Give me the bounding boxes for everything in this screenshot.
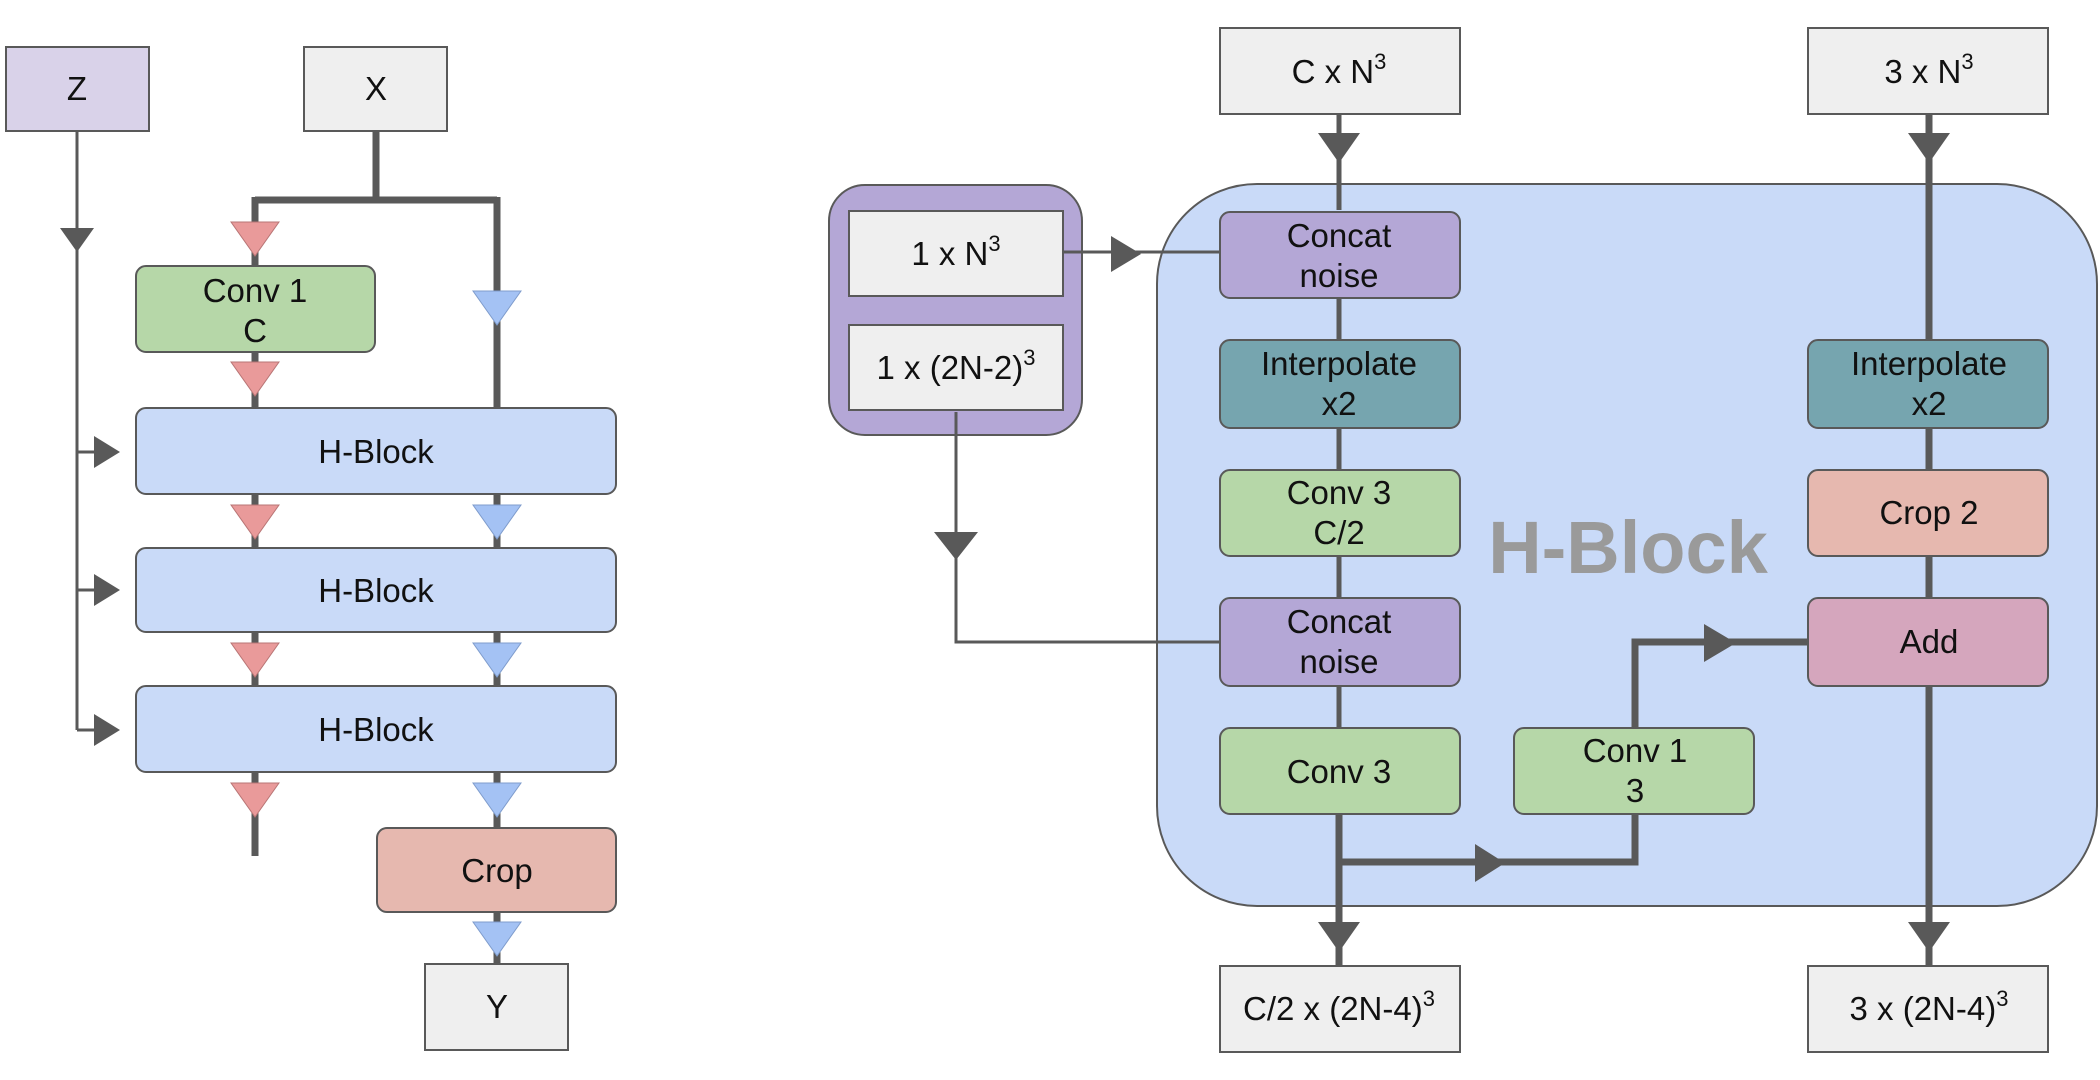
arrow-down-icon xyxy=(1908,922,1950,952)
blue-arrow-icon xyxy=(472,921,522,957)
arrow-right-icon xyxy=(94,714,120,746)
crop-label: Crop xyxy=(461,852,533,889)
interp2-line1: Interpolate xyxy=(1851,345,2007,382)
arrow-right-icon xyxy=(1704,624,1736,662)
arrow-down-icon xyxy=(934,532,978,560)
z-label: Z xyxy=(67,70,87,107)
arrow-right-icon xyxy=(1111,236,1141,272)
main-output-label: C/2 x (2N-4)3 xyxy=(1243,986,1435,1027)
conv1-3-box: Conv 1 3 xyxy=(1513,727,1755,815)
side-input-label: 3 x N3 xyxy=(1884,49,1973,90)
conv3c2-line1: Conv 3 xyxy=(1287,474,1392,511)
y-label: Y xyxy=(486,988,508,1025)
x-label: X xyxy=(365,70,387,107)
conv13-line2: 3 xyxy=(1626,772,1644,809)
concat2-line2: noise xyxy=(1300,643,1379,680)
conv1-line1: Conv 1 xyxy=(203,272,308,309)
noise-box-2: 1 x (2N-2)3 xyxy=(848,324,1064,411)
hblock-title: H-Block xyxy=(1488,506,1768,589)
noise-box-1: 1 x N3 xyxy=(848,210,1064,297)
interpolate-box-1: Interpolate x2 xyxy=(1219,339,1461,429)
red-arrow-icon xyxy=(230,221,280,257)
x-input-box: X xyxy=(303,46,448,132)
hblock-label-3: H-Block xyxy=(318,711,434,748)
red-arrow-icon xyxy=(230,642,280,678)
conv13-line1: Conv 1 xyxy=(1583,732,1688,769)
conv3-box: Conv 3 xyxy=(1219,727,1461,815)
interp1-line2: x2 xyxy=(1322,385,1357,422)
red-arrow-icon xyxy=(230,782,280,818)
noise-label-2: 1 x (2N-2)3 xyxy=(877,345,1036,386)
blue-arrow-icon xyxy=(472,642,522,678)
right-arrows xyxy=(934,133,1950,952)
blue-arrow-icon xyxy=(472,782,522,818)
side-input-box: 3 x N3 xyxy=(1807,27,2049,115)
interp2-line2: x2 xyxy=(1912,385,1947,422)
side-output-box: 3 x (2N-4)3 xyxy=(1807,965,2049,1053)
hblock-box-3: H-Block xyxy=(135,685,617,773)
concat-noise-box-1: Concat noise xyxy=(1219,211,1461,299)
blue-arrow-icon xyxy=(472,504,522,540)
arrow-down-icon xyxy=(60,228,94,252)
crop-box: Crop xyxy=(376,827,617,913)
interpolate-box-2: Interpolate x2 xyxy=(1807,339,2049,429)
main-input-box: C x N3 xyxy=(1219,27,1461,115)
main-output-box: C/2 x (2N-4)3 xyxy=(1219,965,1461,1053)
add-box: Add xyxy=(1807,597,2049,687)
concat2-line1: Concat xyxy=(1287,603,1392,640)
arrow-down-icon xyxy=(1318,922,1360,952)
concat-noise-box-2: Concat noise xyxy=(1219,597,1461,687)
noise-label-1: 1 x N3 xyxy=(911,231,1000,272)
arrow-right-icon xyxy=(94,436,120,468)
concat1-line2: noise xyxy=(1300,257,1379,294)
main-input-label: C x N3 xyxy=(1292,49,1387,90)
arrow-down-icon xyxy=(1908,133,1950,163)
hblock-box-1: H-Block xyxy=(135,407,617,495)
side-output-label: 3 x (2N-4)3 xyxy=(1850,986,2009,1027)
hblock-box-2: H-Block xyxy=(135,547,617,633)
y-output-box: Y xyxy=(424,963,569,1051)
conv3-c2-box: Conv 3 C/2 xyxy=(1219,469,1461,557)
z-input-box: Z xyxy=(5,46,150,132)
add-label: Add xyxy=(1900,623,1959,660)
conv3c2-line2: C/2 xyxy=(1313,514,1364,551)
hblock-label-1: H-Block xyxy=(318,433,434,470)
conv3-label: Conv 3 xyxy=(1287,753,1392,790)
red-arrow-icon xyxy=(230,504,280,540)
left-arrows xyxy=(60,221,522,957)
hblock-label-2: H-Block xyxy=(318,572,434,609)
conv1-box: Conv 1 C xyxy=(135,265,376,353)
concat1-line1: Concat xyxy=(1287,217,1392,254)
conv1-line2: C xyxy=(243,312,267,349)
blue-arrow-icon xyxy=(472,290,522,326)
crop2-box: Crop 2 xyxy=(1807,469,2049,557)
red-arrow-icon xyxy=(230,361,280,397)
arrow-down-icon xyxy=(1318,133,1360,163)
interp1-line1: Interpolate xyxy=(1261,345,1417,382)
arrow-right-icon xyxy=(1475,844,1505,882)
arrow-right-icon xyxy=(94,574,120,606)
crop2-label: Crop 2 xyxy=(1879,494,1978,531)
